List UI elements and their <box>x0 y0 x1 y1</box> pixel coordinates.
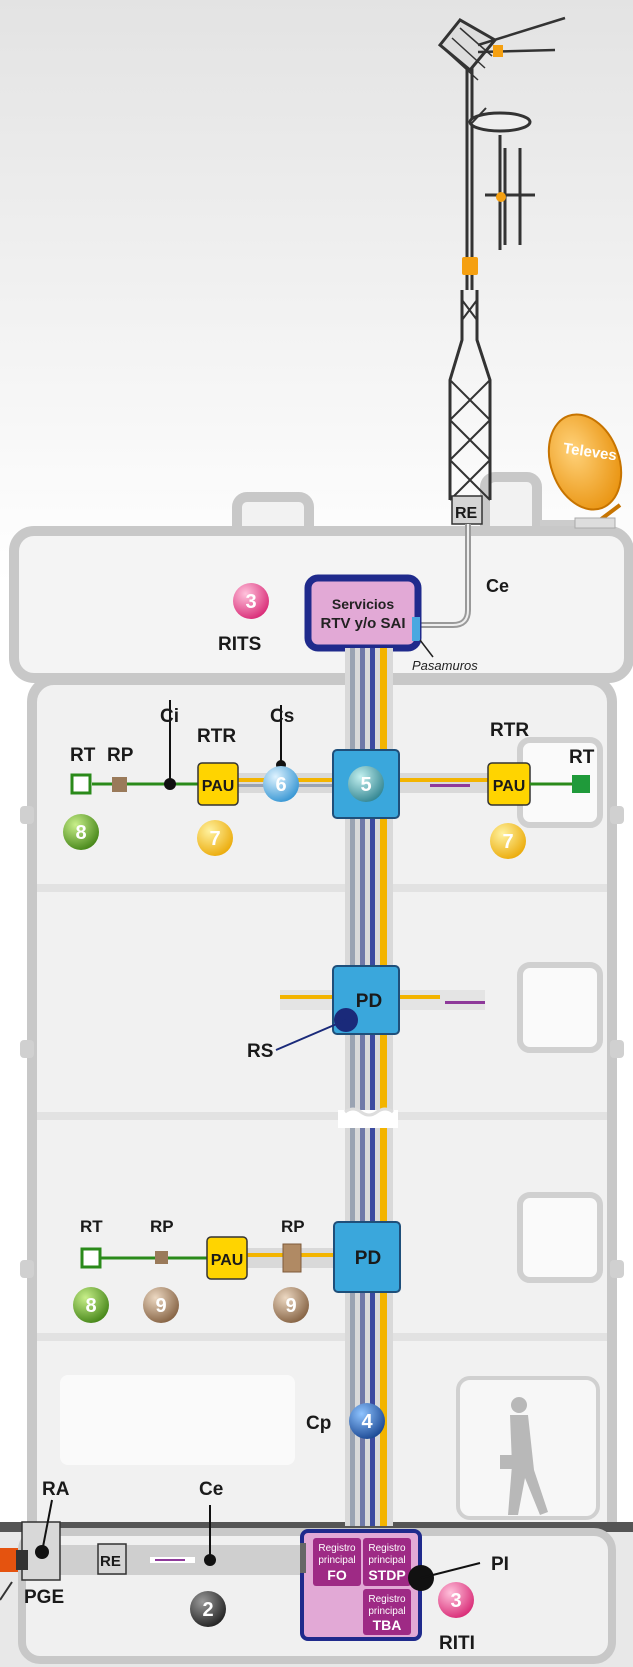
rt-left2-socket <box>80 1247 102 1269</box>
mast-amplifier <box>462 257 478 275</box>
badge-9-a <box>143 1287 179 1323</box>
pau-left1-box <box>197 762 239 806</box>
floor1-right-channel <box>400 773 490 793</box>
rp-left1-box <box>112 777 127 792</box>
badge-3-bottom <box>438 1582 474 1618</box>
riti-stdp-code: STDP <box>368 1567 405 1583</box>
badge-6-text: 6 <box>275 774 286 796</box>
badge-3-top <box>233 583 269 619</box>
badge-8-top-text: 8 <box>75 822 86 844</box>
riti-fo-code: FO <box>327 1567 347 1583</box>
antenna-amplifier <box>493 45 503 57</box>
badge-8-top <box>63 814 99 850</box>
badge-5 <box>348 766 384 802</box>
badge-7-right-text: 7 <box>502 831 513 853</box>
badge-2 <box>190 1591 226 1627</box>
rp-left2b-box <box>282 1243 302 1273</box>
badge-8-low-text: 8 <box>85 1295 96 1317</box>
rtr-right-label: RTR <box>490 720 529 741</box>
cp-label: Cp <box>306 1413 331 1434</box>
dipole-connector <box>496 192 506 202</box>
rits-label: RITS <box>218 634 261 655</box>
badge-8-low <box>73 1287 109 1323</box>
badge-9-a-text: 9 <box>155 1295 166 1317</box>
rp-left2a-label: RP <box>150 1217 174 1236</box>
pi-label: PI <box>491 1554 509 1575</box>
cs-label: Cs <box>270 706 294 727</box>
pge-label: PGE <box>24 1587 64 1608</box>
riti-fo-line2: principal <box>318 1555 355 1566</box>
satellite-dish: Televes <box>540 413 623 529</box>
riti-stdp-line1: Registro <box>368 1543 406 1554</box>
badge-7-left <box>197 820 233 856</box>
rs-label: RS <box>247 1041 273 1062</box>
rp-left1-label: RP <box>107 745 134 766</box>
pd-mid-label: PD <box>356 991 382 1012</box>
riti-tba-code: TBA <box>373 1617 402 1633</box>
pau-left2-box <box>206 1236 248 1280</box>
ra-label: RA <box>42 1479 70 1500</box>
rits-box: Servicios RTV y/o SAI <box>304 574 422 652</box>
rits-box-line2: RTV y/o SAI <box>320 615 405 632</box>
antenna-mast <box>437 16 566 501</box>
ce-bottom-label: Ce <box>199 1479 223 1500</box>
rt-right-label: RT <box>569 747 595 768</box>
re-top-box: RE <box>451 495 483 525</box>
badge-3-bottom-text: 3 <box>450 1590 461 1612</box>
badge-2-text: 2 <box>202 1599 213 1621</box>
external-entry-orange <box>0 1548 18 1572</box>
floor2-right-channel <box>400 990 485 1010</box>
rp-left2b-label: RP <box>281 1217 305 1236</box>
pau-left1-label: PAU <box>202 778 235 795</box>
ce-top-label: Ce <box>486 576 509 596</box>
riti-stdp-line2: principal <box>368 1555 405 1566</box>
badge-5-text: 5 <box>360 774 371 796</box>
rt-left2-label: RT <box>80 1217 103 1236</box>
rt-left1-label: RT <box>70 745 96 766</box>
riti-box: Registro principal FO Registro principal… <box>300 1529 422 1641</box>
pau-right-label: PAU <box>493 778 526 795</box>
badge-7-right <box>490 823 526 859</box>
pd-low-label: PD <box>355 1248 381 1269</box>
pasamuros-label: Pasamuros <box>412 658 478 673</box>
ci-label: Ci <box>160 706 179 727</box>
rits-box-line1: Servicios <box>332 596 394 612</box>
re-bottom-label: RE <box>100 1553 121 1570</box>
badge-4-text: 4 <box>361 1411 373 1433</box>
re-bottom-box <box>97 1543 127 1575</box>
badge-7-left-text: 7 <box>209 828 220 850</box>
rtr-left-label: RTR <box>197 726 236 747</box>
badge-6 <box>263 766 299 802</box>
badge-9-b-text: 9 <box>285 1295 296 1317</box>
badge-3-top-text: 3 <box>245 591 256 613</box>
badge-9-b <box>273 1287 309 1323</box>
badge-4 <box>349 1403 385 1439</box>
riti-tba-line1: Registro <box>368 1594 406 1605</box>
person-silhouette <box>500 1397 548 1515</box>
rp-left2a-box <box>155 1251 168 1264</box>
riti-tba-line2: principal <box>368 1606 405 1617</box>
riti-fo-line1: Registro <box>318 1543 356 1554</box>
pd-low-box <box>333 1221 401 1293</box>
riti-label: RITI <box>439 1633 475 1654</box>
pau-left2-label: PAU <box>211 1252 244 1269</box>
rt-left1-socket <box>70 773 92 795</box>
building <box>0 472 633 1667</box>
floor2-left-channel <box>280 990 335 1010</box>
re-top-label: RE <box>455 505 478 522</box>
rt-right-socket <box>572 775 590 793</box>
